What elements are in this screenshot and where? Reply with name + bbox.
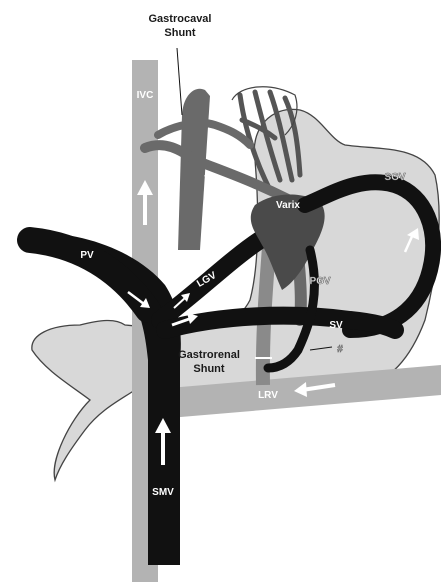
stomach-shape xyxy=(32,109,439,480)
varix-label: Varix xyxy=(276,200,300,211)
sgv-label: SGV xyxy=(384,172,405,183)
gastrorenal-shunt-label-line2: Shunt xyxy=(193,363,224,375)
pgv-label: PGV xyxy=(309,276,330,287)
pv-label: PV xyxy=(80,250,94,261)
lrv-label: LRV xyxy=(258,390,278,401)
gastrocaval-shunt-vessel xyxy=(178,89,210,250)
sv-label: SV xyxy=(329,320,343,331)
gastrocaval-shunt-label-line1: Gastrocaval xyxy=(149,13,212,25)
gastrocaval-shunt-label-line2: Shunt xyxy=(164,27,195,39)
ivc-label: IVC xyxy=(137,90,154,101)
gastrorenal-shunt-label-line1: Gastrorenal xyxy=(178,349,240,361)
smv-label: SMV xyxy=(152,487,174,498)
gastrocaval-shunt-pointer xyxy=(177,48,182,115)
hash-label: # xyxy=(337,344,343,355)
